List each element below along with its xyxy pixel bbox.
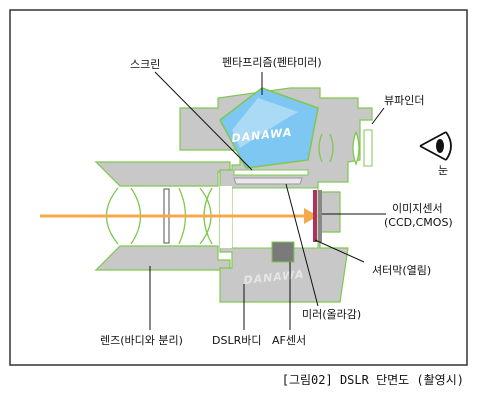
label-screen: 스크린	[130, 58, 160, 71]
mirror-raised	[233, 177, 303, 185]
leader-mirror	[285, 183, 319, 307]
light-ray	[40, 208, 318, 224]
leader-viewfinder	[371, 107, 385, 125]
label-lens: 렌즈(바디와 분리)	[100, 334, 183, 347]
viewfinder-optics	[318, 129, 373, 167]
eyepiece	[363, 129, 373, 167]
lens-barrel-bottom	[94, 245, 231, 271]
viewfinder-lens-1	[318, 133, 323, 163]
label-af-sensor: AF센서	[272, 334, 306, 347]
focusing-screen	[233, 169, 309, 176]
eyepiece-lens	[352, 131, 360, 166]
figure-caption: [그림02] DSLR 단면도 (촬영시)	[282, 373, 464, 387]
label-image-sensor: 이미지센서	[392, 202, 443, 215]
label-shutter: 셔터막(열림)	[372, 264, 431, 277]
body-watermark: DANAWA	[243, 268, 305, 287]
label-body: DSLR바디	[212, 334, 261, 347]
af-sensor-block	[271, 241, 295, 263]
leader-lines	[149, 71, 386, 330]
shutter-curtain	[313, 190, 317, 242]
light-ray-arrowhead	[304, 208, 318, 224]
label-eye: 눈	[438, 164, 448, 177]
leader-shutter	[314, 239, 365, 263]
leader-screen	[154, 71, 253, 171]
label-viewfinder: 뷰파인더	[384, 94, 424, 107]
label-mirror: 미러(올라감)	[302, 308, 361, 321]
lens-barrel-top	[94, 161, 231, 187]
pentaprism-highlight	[232, 98, 298, 148]
image-sensor	[318, 190, 322, 242]
label-image-sensor-sub: (CCD,CMOS)	[384, 216, 453, 229]
eye-icon	[419, 131, 452, 161]
viewfinder-lens-2	[329, 133, 334, 163]
label-pentaprism: 펜타프리즘(펜타미러)	[222, 56, 322, 69]
pentaprism: DANAWA	[219, 87, 319, 169]
prism-watermark: DANAWA	[231, 126, 293, 145]
